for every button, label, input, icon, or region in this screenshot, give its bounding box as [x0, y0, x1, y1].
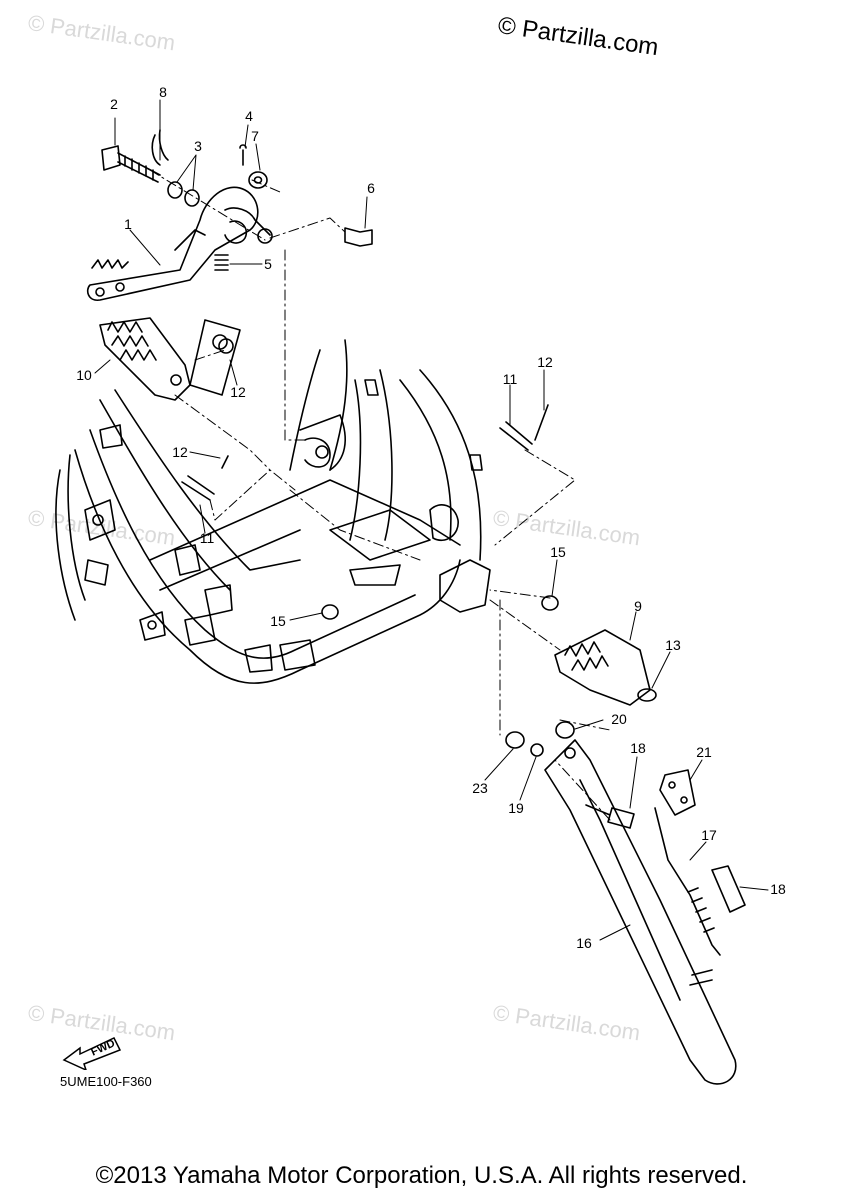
bolt-drawing: [585, 804, 635, 829]
sidestand-spring-drawing: [654, 807, 721, 956]
callout-6: 6: [367, 180, 375, 196]
callout-14: 12: [230, 384, 246, 400]
sidestand-drawing: [544, 739, 737, 1085]
o-ring-drawing: [184, 189, 200, 207]
callout-20: 19: [508, 800, 524, 816]
clip-drawing: [637, 688, 657, 702]
spring-drawing: [214, 254, 229, 271]
callout-1: 1: [124, 216, 132, 232]
callout-2: 2: [110, 96, 118, 112]
washer-drawing: [248, 171, 268, 189]
stand-bracket-drawing: [439, 559, 491, 613]
callout-11: 11: [199, 530, 215, 546]
callout-15: 15: [550, 544, 566, 560]
cotter-pin-drawing: [534, 404, 549, 441]
pin-drawing: [499, 421, 533, 451]
callout-12: 12: [537, 354, 553, 370]
footrest-right-drawing: [554, 629, 651, 706]
cotter-pin-drawing: [221, 455, 229, 469]
callout-4: 4: [245, 108, 253, 124]
callout-7: 7: [251, 128, 259, 144]
callout-23: 23: [472, 780, 488, 796]
brake-pedal-drawing: [86, 186, 273, 301]
o-ring-drawing: [167, 181, 183, 199]
diagram-code: 5UME100-F360: [60, 1074, 152, 1089]
nut-drawing: [555, 721, 575, 739]
callout-8: 8: [159, 84, 167, 100]
footrest-left-drawing: [99, 317, 191, 401]
callout-21: 20: [611, 711, 627, 727]
callout-12: 12: [172, 444, 188, 460]
collar-drawing: [541, 595, 559, 611]
callout-19: 18: [630, 740, 646, 756]
cotter-pin-drawing: [239, 144, 247, 166]
callout-15: 15: [270, 613, 286, 629]
callout-22: 21: [696, 744, 712, 760]
sidestand-collar-drawing: [711, 865, 746, 913]
callout-13: 13: [665, 637, 681, 653]
collar-drawing: [321, 604, 339, 620]
callout-17: 17: [701, 827, 717, 843]
callout-3: 3: [194, 138, 202, 154]
callout-5: 5: [264, 256, 272, 272]
footer-copyright: ©2013 Yamaha Motor Corporation, U.S.A. A…: [95, 1162, 748, 1189]
spring-hook-drawing: [659, 769, 696, 816]
footrest-spring-drawing: [189, 319, 241, 396]
callout-18: 18: [770, 881, 786, 897]
pivot-bolt-drawing: [101, 145, 161, 183]
callout-9: 9: [634, 598, 642, 614]
callout-16: 16: [576, 935, 592, 951]
callout-11: 11: [502, 371, 518, 387]
bolt-drawing: [344, 227, 373, 247]
frame-drawing: [55, 339, 483, 684]
washer-drawing: [530, 743, 544, 757]
callout-10: 10: [76, 367, 92, 383]
pin-drawing: [181, 475, 215, 501]
fwd-arrow-icon: FWD: [62, 1037, 122, 1070]
collar-drawing: [505, 731, 525, 749]
